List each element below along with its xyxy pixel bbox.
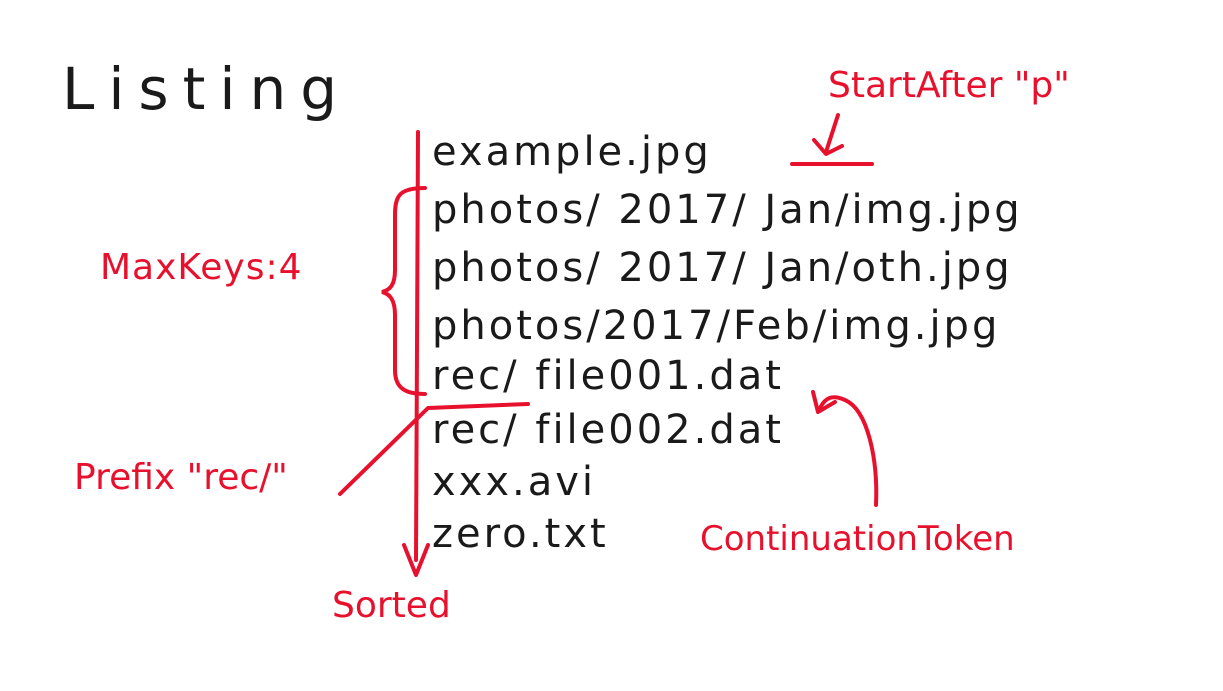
- page-title: Listing: [62, 55, 352, 123]
- file-entry: photos/2017/Feb/img.jpg: [432, 303, 1001, 349]
- startafter-arrow-shaft: [824, 113, 840, 154]
- sorted-label: Sorted: [332, 585, 451, 626]
- file-entry: example.jpg: [432, 129, 712, 175]
- sorted-arrow-head: [402, 543, 430, 577]
- file-entry: rec/ file001.dat: [432, 353, 784, 399]
- file-entry: zero.txt: [432, 511, 609, 557]
- maxkeys-label: MaxKeys:4: [100, 247, 303, 288]
- prefix-label: Prefix "rec/": [74, 457, 288, 498]
- startafter-arrow-head: [812, 138, 844, 156]
- startafter-label: StartAfter "p": [828, 65, 1070, 106]
- continuation-token-arrow-head: [811, 390, 837, 414]
- maxkeys-brace: [381, 186, 427, 396]
- continuation-token-arrow: [818, 395, 879, 507]
- file-entry: xxx.avi: [432, 459, 597, 505]
- file-entry: photos/ 2017/ Jan/img.jpg: [432, 187, 1023, 233]
- file-entry: rec/ file002.dat: [432, 407, 784, 453]
- continuation-token-label: ContinuationToken: [700, 519, 1015, 559]
- sorted-axis-line: [414, 130, 420, 562]
- file-entry: photos/ 2017/ Jan/oth.jpg: [432, 245, 1013, 291]
